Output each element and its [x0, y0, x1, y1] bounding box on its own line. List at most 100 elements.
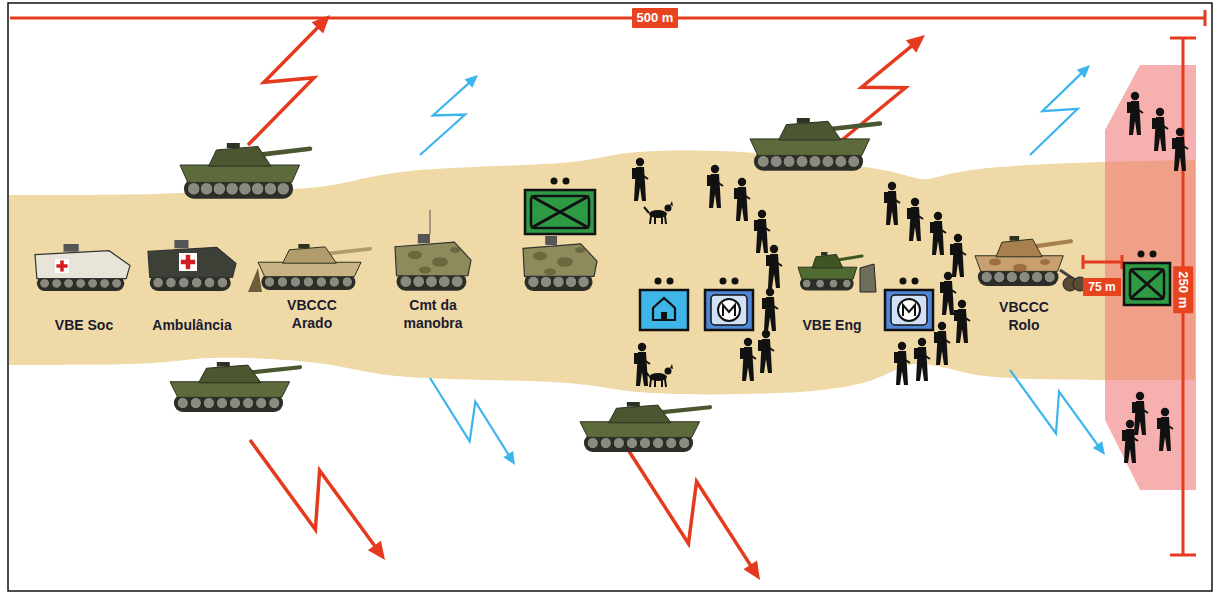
- command-vehicle-part: [419, 266, 431, 273]
- radio-signal-part: [503, 451, 515, 465]
- unit-symbol-armor: [1124, 251, 1170, 306]
- soldier-figure-part: [1159, 432, 1171, 451]
- dog-figure-part: [644, 370, 666, 387]
- soldier-figure-part: [1127, 102, 1131, 113]
- tank-icon-part: [229, 397, 240, 408]
- ambulance-vehicle-part: [181, 260, 195, 265]
- tank-icon-part: [180, 165, 300, 182]
- armored-vehicle-part: [553, 276, 564, 287]
- soldier-figure-part: [638, 356, 650, 364]
- radio-signal-part: [368, 541, 385, 560]
- unit-symbol-logistics-part: [655, 278, 662, 285]
- roller-tank-part: [996, 239, 1042, 257]
- command-vehicle-part: [400, 276, 412, 288]
- radio-signal: [250, 440, 385, 560]
- soldier-figure-part: [894, 352, 898, 363]
- soldier-figure: [954, 300, 970, 343]
- radio-signal: [625, 445, 760, 580]
- soldier-figure-part: [944, 272, 952, 280]
- soldier-figure-part: [1136, 405, 1148, 413]
- soldier-figure-part: [711, 165, 719, 173]
- armored-vehicle-part: [575, 247, 585, 253]
- dog-figure: [644, 201, 673, 224]
- soldier-figure-part: [711, 178, 723, 186]
- unit-symbol-maintenance-part: [705, 290, 753, 330]
- engineer-vehicle-part: [843, 279, 852, 288]
- plow-tank-part: [342, 277, 352, 287]
- plow-tank-part: [290, 277, 300, 287]
- soldier-figure-part: [954, 310, 958, 321]
- tank-icon-part: [209, 146, 271, 166]
- soldier-figure: [740, 338, 756, 381]
- soldier-figure-part: [1176, 128, 1184, 136]
- medical-vehicle-part: [40, 278, 50, 288]
- unit-symbol-armor: [525, 178, 595, 235]
- plow-tank: [248, 244, 370, 292]
- plow-tank-part: [303, 277, 313, 287]
- dog-figure-part: [670, 201, 673, 206]
- ambulance-vehicle-part: [174, 240, 188, 248]
- soldier-figure-part: [1154, 132, 1166, 151]
- soldier-figure-part: [1131, 92, 1139, 100]
- soldier-figure: [734, 178, 750, 221]
- armored-vehicle-part: [557, 257, 573, 267]
- plow-tank-part: [316, 277, 326, 287]
- dog-figure: [644, 364, 673, 387]
- soldier-figure-part: [742, 362, 754, 381]
- soldier-figure-part: [916, 362, 928, 381]
- soldier-figure-part: [944, 285, 956, 293]
- soldier-figure-part: [1136, 392, 1144, 400]
- unit-symbol-maintenance-part: [711, 295, 747, 325]
- dog-figure-part: [665, 205, 672, 212]
- engineer-vehicle-part: [821, 252, 827, 256]
- soldier-figure-part: [636, 367, 648, 386]
- unit-symbol-logistics: [640, 278, 688, 331]
- soldier-figure-part: [1132, 402, 1136, 413]
- soldier-figure-part: [1152, 118, 1156, 129]
- soldier-figure-part: [896, 366, 908, 385]
- unit-symbol-maintenance-part: [900, 278, 907, 285]
- soldier-figure: [766, 245, 782, 288]
- radio-signal-part: [250, 440, 379, 551]
- radio-signal-part: [1077, 65, 1090, 78]
- soldier-figure-part: [744, 338, 752, 346]
- unit-symbol-armor-part: [563, 178, 570, 185]
- soldier-figure-part: [636, 158, 644, 166]
- engineer-vehicle-part: [798, 267, 857, 279]
- unit-symbol-maintenance-part: [903, 305, 915, 316]
- dog-figure-part: [670, 364, 673, 369]
- soldier-figure: [754, 210, 770, 253]
- soldier-figure-part: [888, 182, 896, 190]
- tank-icon-part: [783, 155, 795, 167]
- soldier-figure-part: [898, 342, 906, 350]
- command-vehicle-part: [426, 276, 438, 288]
- soldier-figure-part: [754, 220, 758, 231]
- tank-icon-part: [750, 139, 870, 156]
- soldier-figure-part: [756, 234, 768, 253]
- tank-icon-part: [652, 437, 663, 448]
- engineer-vehicle-part: [838, 256, 862, 260]
- soldier-figure-part: [956, 324, 968, 343]
- radio-signal-part: [430, 378, 511, 458]
- soldier-figure-part: [958, 300, 966, 308]
- unit-symbol-logistics-part: [640, 290, 688, 330]
- command-vehicle-part: [430, 210, 431, 234]
- tank-icon-part: [757, 155, 769, 167]
- soldier-figure: [907, 198, 923, 241]
- soldier-figure-part: [734, 188, 738, 199]
- tank-icon: [180, 143, 310, 199]
- tank-icon-part: [639, 437, 650, 448]
- unit-symbol-armor-part: [531, 196, 589, 228]
- soldier-figure-part: [898, 355, 910, 363]
- soldier-figure-part: [1161, 408, 1169, 416]
- armored-vehicle-part: [528, 276, 539, 287]
- soldier-figure: [914, 338, 930, 381]
- soldier-figure-part: [1156, 108, 1164, 116]
- roller-tank-part: [1044, 271, 1055, 282]
- vehicle-label: VBE Soc: [39, 316, 129, 334]
- radio-signal: [420, 75, 478, 155]
- dimension-lines-part: [1170, 554, 1196, 557]
- soldier-figure-part: [762, 330, 770, 338]
- soldier-figure-part: [954, 247, 966, 255]
- dimension-lines-part: [1082, 255, 1085, 269]
